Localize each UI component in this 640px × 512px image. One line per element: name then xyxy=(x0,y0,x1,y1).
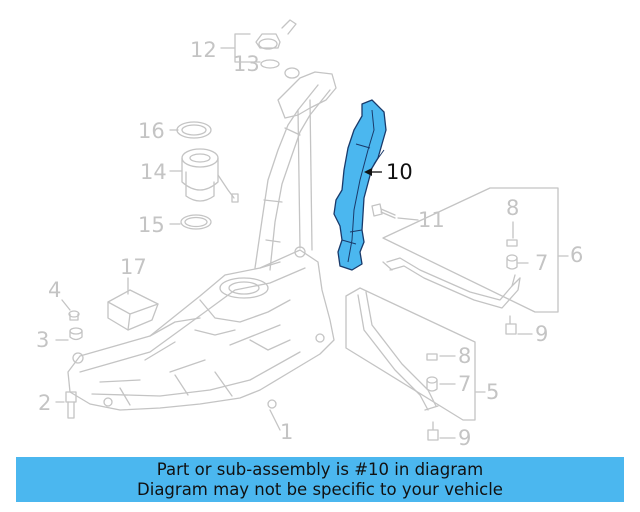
nut-part-7-upper xyxy=(506,254,518,270)
screw-part-11 xyxy=(371,203,396,219)
bolt-part-8-upper xyxy=(506,239,518,247)
callout-7-lower: 7 xyxy=(458,372,471,396)
leader-line-10 xyxy=(364,168,382,176)
nut-part-4 xyxy=(68,310,80,321)
callout-13: 13 xyxy=(233,52,260,76)
bolt-part-2 xyxy=(65,391,77,419)
callout-16: 16 xyxy=(138,119,165,143)
disclaimer-banner: Part or sub-assembly is #10 in diagram D… xyxy=(16,457,624,502)
bolt-part-9-upper xyxy=(505,315,517,335)
strap-assembly-box-6 xyxy=(382,187,559,313)
filler-cap-part-12 xyxy=(255,19,297,50)
callout-7-upper: 7 xyxy=(535,251,548,275)
callout-17: 17 xyxy=(120,255,147,279)
callout-9-upper: 9 xyxy=(535,322,548,346)
callout-12: 12 xyxy=(190,38,217,62)
seal-part-13 xyxy=(260,59,280,69)
callout-1: 1 xyxy=(280,420,293,444)
fuel-tank-part-1 xyxy=(67,246,335,411)
grommet-part-3 xyxy=(69,327,83,341)
leader-lines xyxy=(55,33,569,439)
module-part-17 xyxy=(107,289,159,331)
bolt-part-9-lower xyxy=(427,421,439,441)
fuel-tank-shield-part-10-highlighted xyxy=(333,99,387,271)
callout-15: 15 xyxy=(138,213,165,237)
callout-5: 5 xyxy=(486,380,499,404)
banner-line-2: Diagram may not be specific to your vehi… xyxy=(137,480,503,499)
callout-8-upper: 8 xyxy=(506,196,519,220)
callout-4: 4 xyxy=(48,278,61,302)
bolt-part-8-lower xyxy=(426,353,438,361)
callout-10: 10 xyxy=(386,160,413,184)
callout-14: 14 xyxy=(140,160,167,184)
callout-9-lower: 9 xyxy=(458,426,471,450)
callout-3: 3 xyxy=(36,328,49,352)
lock-ring-part-16 xyxy=(176,121,212,139)
callout-6: 6 xyxy=(570,243,583,267)
callout-11: 11 xyxy=(418,208,445,232)
fuel-pump-part-14 xyxy=(181,148,239,203)
strap-assembly-box-5 xyxy=(345,287,476,421)
gasket-part-15 xyxy=(180,214,212,230)
callout-2: 2 xyxy=(38,391,51,415)
filler-neck xyxy=(254,67,337,271)
banner-line-1: Part or sub-assembly is #10 in diagram xyxy=(156,460,484,479)
nut-part-7-lower xyxy=(426,376,438,392)
callout-8-lower: 8 xyxy=(458,344,471,368)
